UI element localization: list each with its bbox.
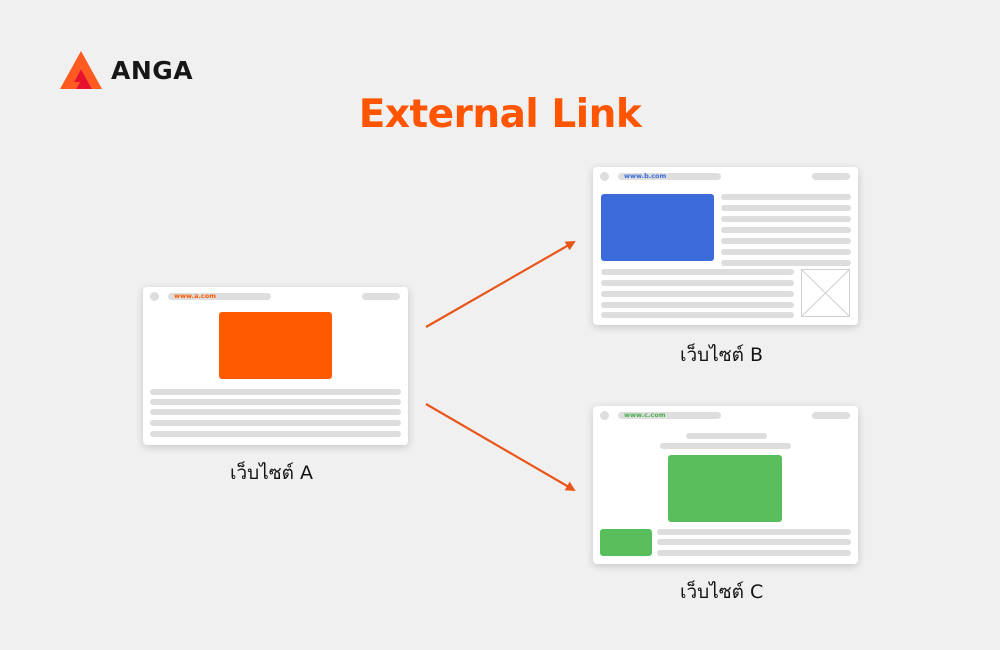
arrow-a-to-b (425, 241, 576, 328)
window-control (362, 293, 400, 300)
text-line (601, 291, 794, 297)
anga-logo-icon (60, 51, 102, 89)
text-line (686, 433, 767, 439)
text-line (150, 399, 401, 405)
text-line (657, 539, 851, 545)
brand-logo: ANGA (60, 51, 193, 89)
text-line (601, 269, 794, 275)
text-line (660, 443, 791, 449)
site-c-content-block (668, 455, 782, 522)
text-line (721, 238, 851, 244)
website-c-mockup: www.c.com (593, 406, 858, 564)
site-c-caption: เว็บไซต์ C (680, 581, 764, 603)
site-a-caption: เว็บไซต์ A (230, 462, 314, 484)
text-line (150, 420, 401, 426)
website-a-mockup: www.a.com (143, 287, 408, 445)
window-dot (150, 292, 159, 301)
window-control (812, 173, 850, 180)
text-line (150, 389, 401, 395)
arrow-a-to-c (425, 403, 576, 492)
page-title: External Link (358, 92, 642, 137)
text-line (721, 194, 851, 200)
text-line (721, 260, 851, 266)
site-c-small-block (600, 529, 652, 556)
text-line (601, 312, 794, 318)
site-b-caption: เว็บไซต์ B (680, 344, 764, 366)
image-placeholder-icon (801, 269, 850, 317)
text-line (721, 205, 851, 211)
text-line (657, 550, 851, 556)
site-b-url: www.b.com (618, 173, 721, 180)
site-b-content-block (601, 194, 714, 261)
text-line (150, 431, 401, 437)
text-line (721, 227, 851, 233)
site-c-url: www.c.com (618, 412, 721, 419)
text-line (721, 216, 851, 222)
text-line (150, 409, 401, 415)
window-dot (600, 172, 609, 181)
text-line (721, 249, 851, 255)
site-a-content-block (219, 312, 332, 379)
website-b-mockup: www.b.com (593, 167, 858, 325)
text-line (601, 280, 794, 286)
window-dot (600, 411, 609, 420)
text-line (657, 529, 851, 535)
window-control (812, 412, 850, 419)
text-line (601, 302, 794, 308)
brand-name: ANGA (111, 55, 194, 85)
site-a-url: www.a.com (168, 293, 271, 300)
